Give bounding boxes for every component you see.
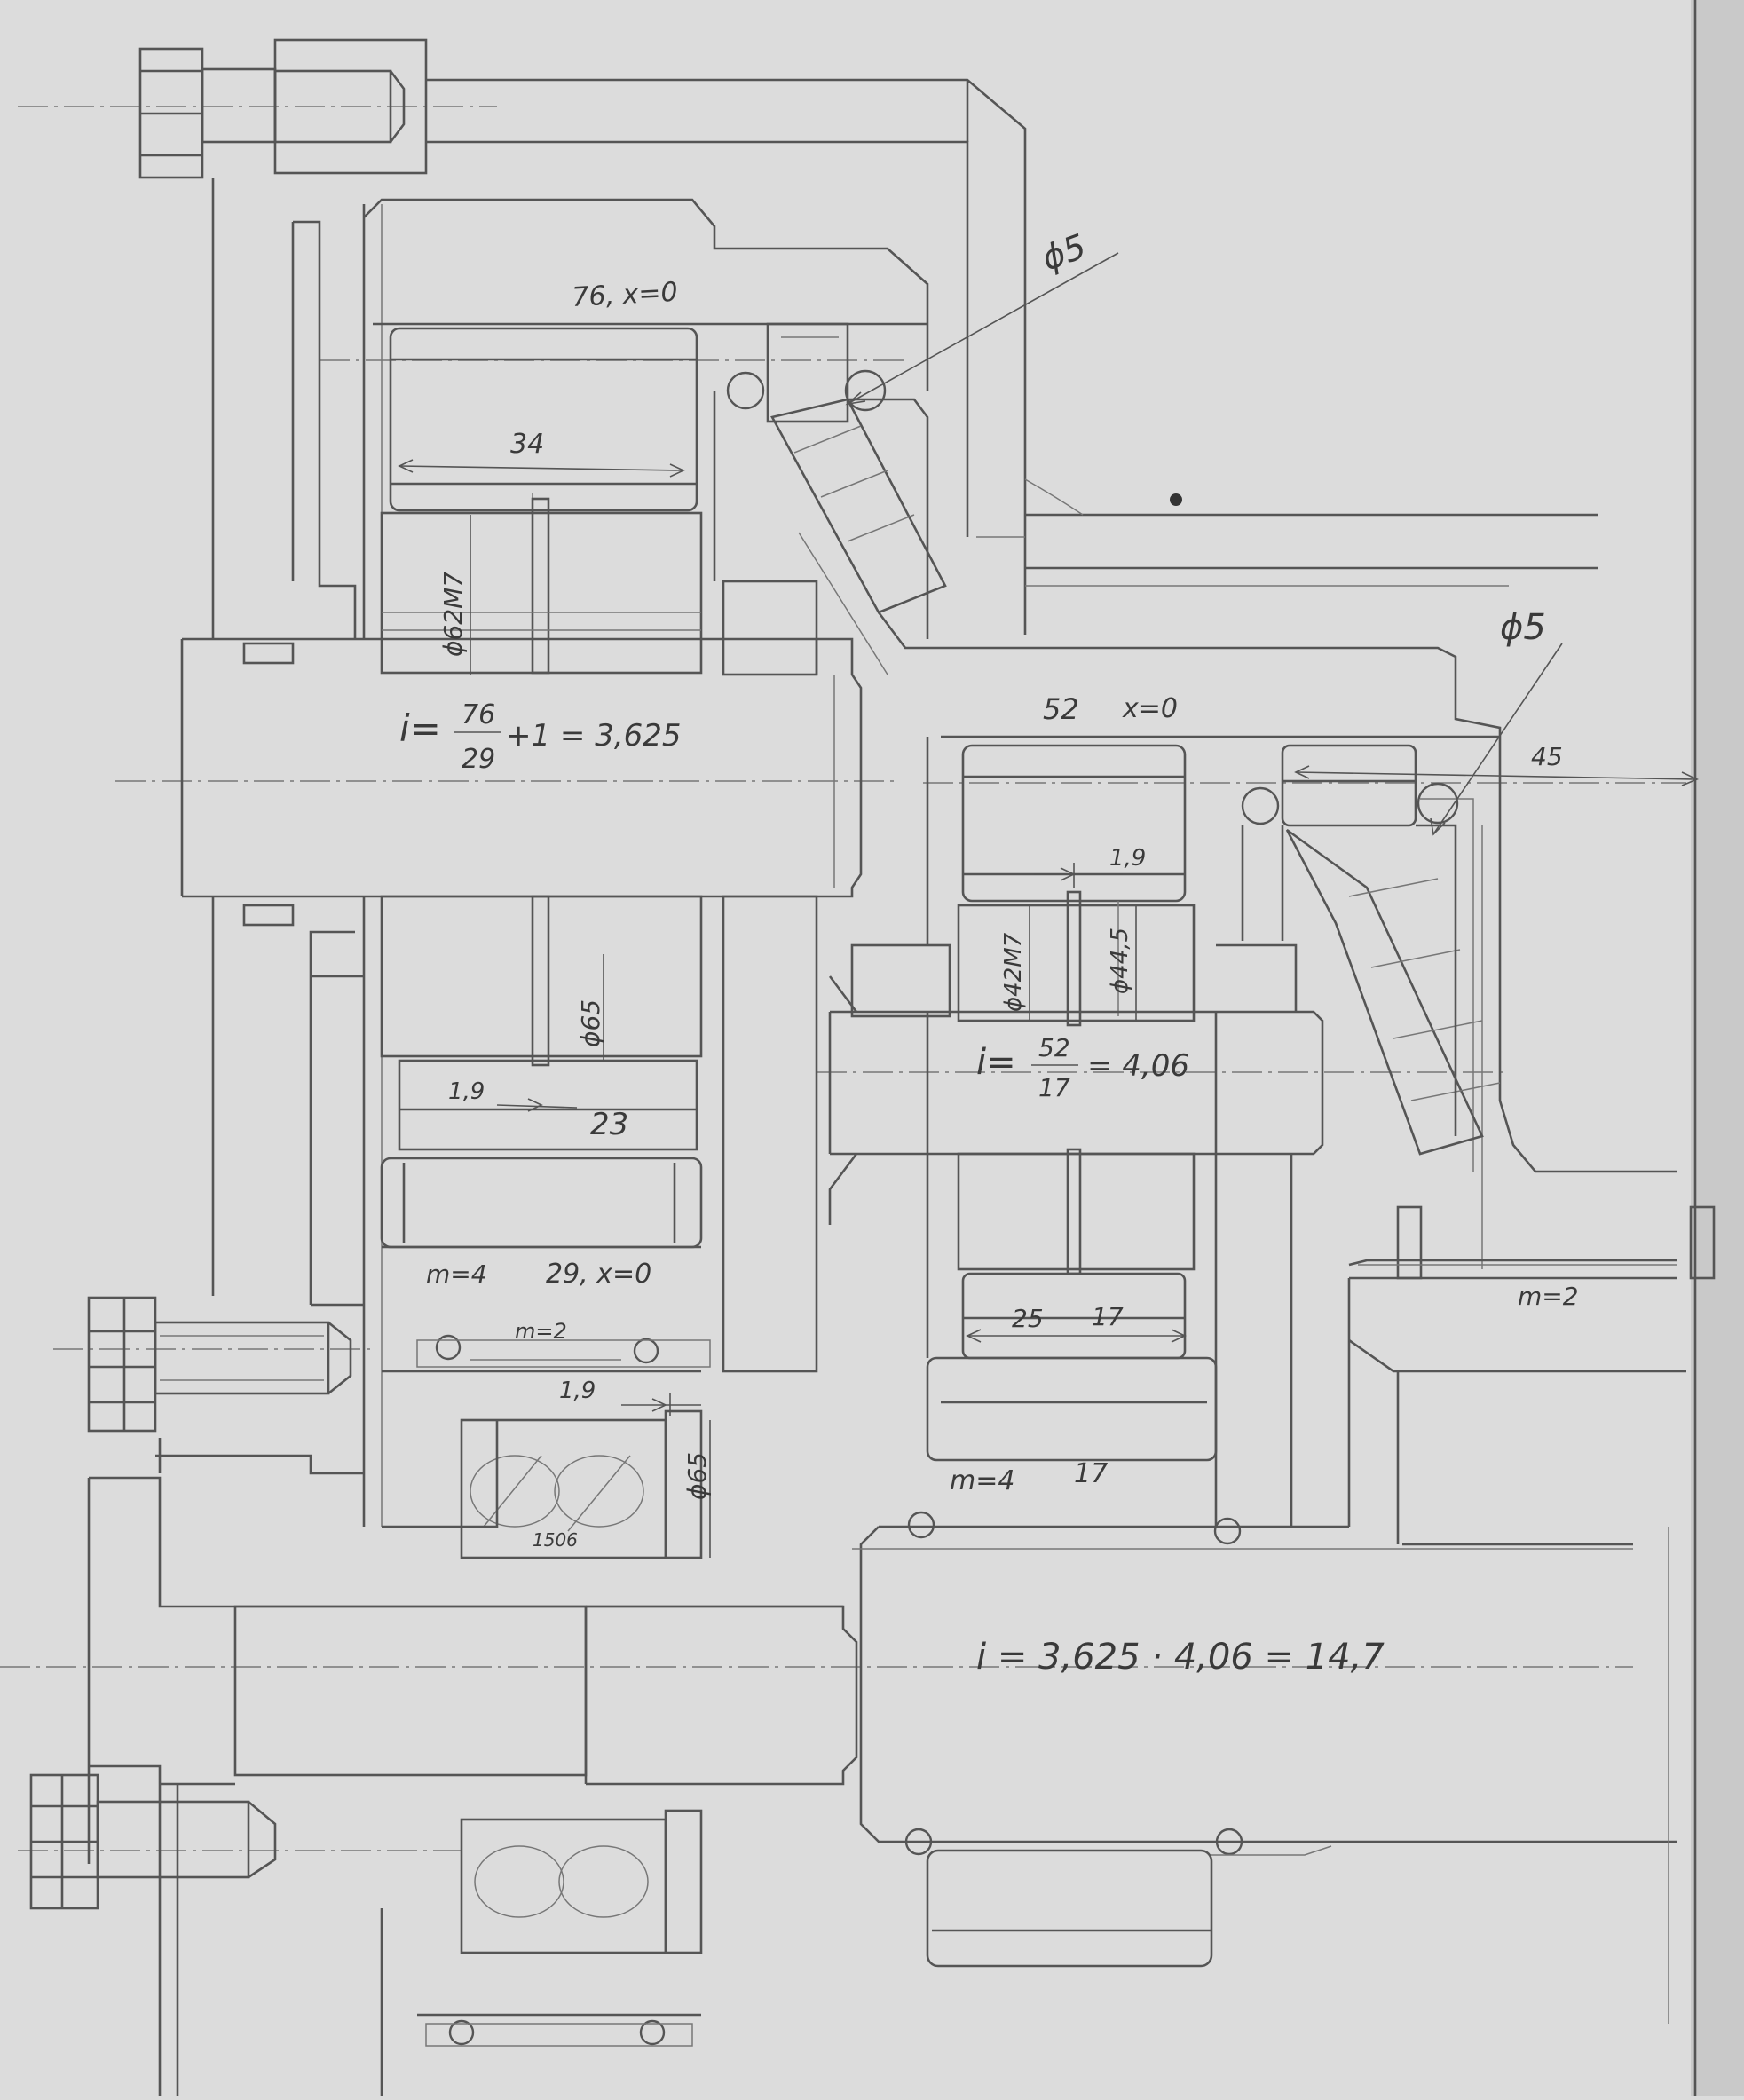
- label-phi65-mid: ϕ65: [576, 999, 605, 1047]
- output-shaft-right: [852, 1511, 1677, 2024]
- label-dim-17-a: 17: [1092, 1302, 1124, 1331]
- label-gear-76: 76, x=0: [572, 277, 679, 313]
- label-ratio-total: i = 3,625 · 4,06 = 14,7: [976, 1637, 1385, 1678]
- middle-seals: [382, 1334, 711, 1373]
- oring-right-right: [1417, 782, 1459, 825]
- output-shaft-left: [87, 1478, 858, 1864]
- label-m2-a: m=2: [515, 1319, 567, 1344]
- label-dim-23: 23: [590, 1107, 628, 1142]
- label-dim-34: 34: [510, 429, 544, 460]
- tapered-bearing-top: [770, 398, 954, 675]
- second-stage-planet: [828, 890, 1324, 1527]
- label-m2-b: m=2: [1518, 1282, 1579, 1311]
- label-phi62m7: ϕ62M7: [438, 572, 468, 657]
- label-phi44-5: ϕ44,5: [1107, 928, 1133, 994]
- upper-planet: [380, 322, 849, 676]
- oring-top-right: [844, 369, 887, 412]
- label-dim-19-c: 1,9: [1109, 845, 1146, 872]
- label-ratio1-i: i=: [399, 707, 441, 750]
- label-gear-29: 29, x=0: [546, 1259, 651, 1290]
- label-ratio1-den: 29: [462, 744, 495, 775]
- label-phi5-right: ϕ5: [1500, 607, 1546, 648]
- ink-dot: [1170, 493, 1182, 506]
- label-dim-19-b: 1,9: [559, 1378, 596, 1404]
- top-bolt: [138, 38, 428, 179]
- annotations: 76, x=0 34 ϕ62M7 ϕ5 i= 76 29 +1 = 3,625 …: [399, 226, 1579, 1678]
- label-dim-45: 45: [1531, 742, 1563, 771]
- label-ratio1-rest: +1 = 3,625: [506, 718, 682, 754]
- label-m4-b: m=4: [950, 1465, 1014, 1496]
- label-m4-a: m=4: [426, 1259, 487, 1289]
- right-housing-lower: [1347, 1205, 1716, 1544]
- label-ratio2-i: i=: [976, 1042, 1016, 1083]
- label-bearing-1506: 1506: [533, 1529, 578, 1551]
- label-x0-b: x=0: [1122, 693, 1178, 724]
- label-dim-25: 25: [1012, 1304, 1044, 1333]
- middle-bolt: [87, 1296, 352, 1433]
- ring-gear-52: [926, 646, 1677, 1269]
- label-phi42m7: ϕ42M7: [1000, 932, 1027, 1012]
- oring-right-left: [1241, 786, 1280, 825]
- label-phi65-low: ϕ65: [683, 1452, 712, 1500]
- label-ratio2-num: 52: [1038, 1033, 1070, 1062]
- bottom-bearing: [380, 1809, 703, 2096]
- label-ratio2-rest: = 4,06: [1087, 1048, 1189, 1084]
- label-ratio1-num: 76: [462, 699, 495, 730]
- top-cover: [426, 78, 1598, 635]
- upper-shaft: [180, 637, 863, 927]
- center-lines: [0, 106, 1686, 1851]
- bottom-bolt: [29, 1773, 277, 2096]
- sun-gear-29: [311, 895, 818, 1373]
- left-housing: [211, 178, 383, 1527]
- label-dim-17-b: 17: [1074, 1458, 1108, 1489]
- tapered-bearing-right: [1241, 824, 1501, 1156]
- oring-top-left: [726, 371, 765, 410]
- label-phi5-top: ϕ5: [1037, 226, 1091, 278]
- label-dim-19-a: 1,9: [448, 1078, 485, 1105]
- label-ratio2-den: 17: [1038, 1073, 1070, 1102]
- ball-bearing-1506: [89, 1409, 843, 1608]
- ring-gear-76: [363, 198, 929, 515]
- label-gear-52: 52: [1043, 692, 1079, 726]
- dimension-lines: [398, 252, 1699, 1558]
- paper-edge: [1691, 0, 1744, 2096]
